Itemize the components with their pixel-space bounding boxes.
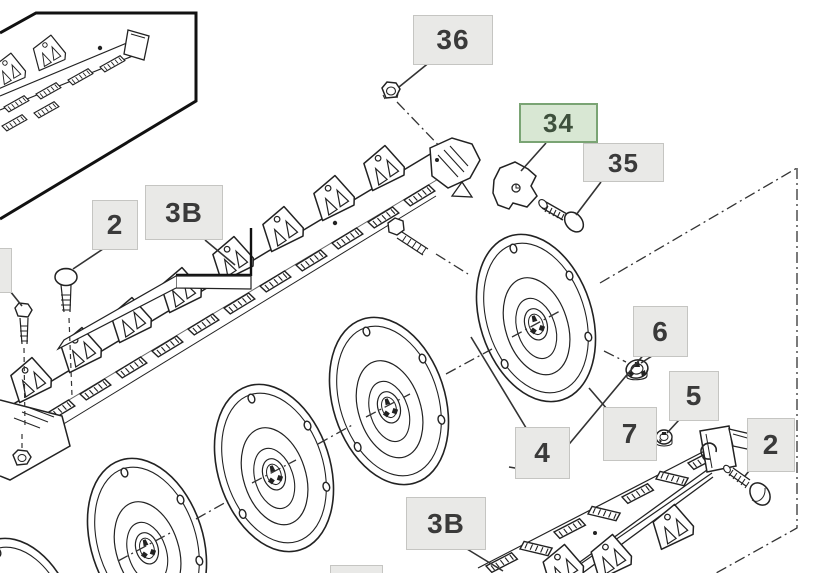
axis-centerline [117, 101, 798, 573]
leader-34 [520, 142, 547, 172]
part-label-2-left[interactable]: 2 [92, 200, 138, 250]
leader-6 [640, 355, 653, 364]
leader-35 [575, 181, 602, 216]
bolt-2-left [54, 267, 78, 313]
nut-6 [625, 359, 649, 381]
disc-3 [308, 301, 470, 501]
bolt-2-right [723, 464, 771, 506]
part-label-35[interactable]: 35 [583, 143, 664, 182]
inset-guardbar-sketch [0, 29, 150, 133]
disc-2 [193, 368, 355, 568]
disc-4 [455, 218, 617, 418]
nut-36 [381, 81, 401, 100]
part-label-3b-top[interactable]: 3B [145, 185, 223, 240]
leader-4 [470, 336, 535, 442]
leader-5 [666, 419, 680, 434]
boundary-centerline [714, 168, 798, 573]
bolt-disc-mount [387, 217, 429, 256]
leader-partial-left [9, 290, 23, 307]
disc-partial [0, 522, 101, 573]
lower-cutterbar [477, 425, 765, 573]
assembly-dashes [21, 317, 73, 452]
part-34-plate [492, 161, 538, 210]
leader-2-left [72, 248, 104, 270]
disc-1 [66, 442, 228, 573]
part-label-partial-left[interactable] [0, 248, 12, 293]
part-label-34-highlighted[interactable]: 34 [519, 103, 598, 143]
leader-3b-top [204, 239, 236, 266]
bolt-left-edge [14, 302, 33, 345]
part-label-3b-bottom[interactable]: 3B [406, 497, 486, 550]
knife-back-3b [56, 228, 253, 351]
part-label-5[interactable]: 5 [669, 371, 719, 421]
part-label-partial-bottom[interactable] [330, 565, 383, 573]
inset-box [0, 11, 198, 221]
part-label-6[interactable]: 6 [633, 306, 688, 357]
nut-left-bottom [12, 449, 32, 466]
bolt-35 [538, 198, 585, 233]
part-label-7[interactable]: 7 [603, 407, 657, 461]
part-label-4[interactable]: 4 [515, 427, 570, 479]
part-label-36[interactable]: 36 [413, 15, 493, 65]
nut-5 [655, 429, 673, 447]
knife-head [429, 137, 481, 198]
leader-3b-bottom [466, 548, 504, 572]
leader-7 [588, 387, 608, 410]
part-label-2-right[interactable]: 2 [747, 418, 795, 472]
